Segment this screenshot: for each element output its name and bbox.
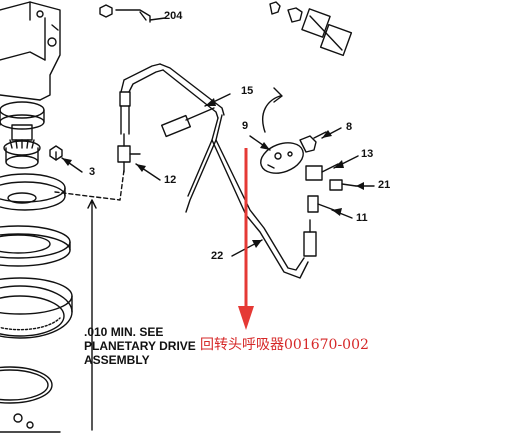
callout-13: 13 <box>361 148 374 160</box>
plug-item-3 <box>49 145 63 161</box>
elbow-item-8 <box>299 131 327 153</box>
callout-12: 12 <box>164 174 177 186</box>
o-ring <box>0 366 53 404</box>
clamp-item-15 <box>160 107 215 138</box>
end-fitting-item-22 <box>303 219 317 257</box>
callout-8: 8 <box>346 121 353 133</box>
flange-ring <box>0 225 71 267</box>
leader-arrowheads <box>62 98 364 248</box>
spacer-ring <box>0 173 66 211</box>
callout-22: 22 <box>211 250 224 262</box>
breather-bracket-item-9 <box>260 142 304 174</box>
ring-gear <box>0 277 73 339</box>
leader-lines <box>61 17 375 257</box>
lower-fastener <box>0 413 61 433</box>
callout-3: 3 <box>89 166 96 178</box>
callout-204: 204 <box>164 10 183 22</box>
fitting-item-13 <box>305 163 339 181</box>
part-number-annotation: 回转头呼吸器001670-002 <box>200 337 369 353</box>
fitting-item-21 <box>329 179 357 191</box>
callout-15: 15 <box>241 85 254 97</box>
top-fittings <box>99 1 353 57</box>
breather-tube-loop <box>159 63 309 279</box>
clearance-note-line-1: .010 MIN. SEE <box>84 325 164 339</box>
clearance-note: .010 MIN. SEE PLANETARY DRIVE ASSEMBLY <box>84 325 196 367</box>
clearance-dimension-line <box>87 199 97 431</box>
assembly-leader <box>54 169 125 201</box>
clearance-note-line-2: PLANETARY DRIVE <box>84 339 196 353</box>
fitting-item-11 <box>307 195 335 213</box>
rotation-arrow <box>262 87 283 133</box>
clearance-note-line-3: ASSEMBLY <box>84 353 150 367</box>
callout-9: 9 <box>242 120 249 132</box>
breather-tube-upper <box>119 63 164 135</box>
tee-fitting-item-12 <box>117 133 141 173</box>
callout-21: 21 <box>378 179 391 191</box>
red-annotation-arrow <box>238 148 254 330</box>
drive-housing <box>0 1 61 101</box>
drive-gear <box>0 101 45 169</box>
callout-11: 11 <box>356 212 368 224</box>
